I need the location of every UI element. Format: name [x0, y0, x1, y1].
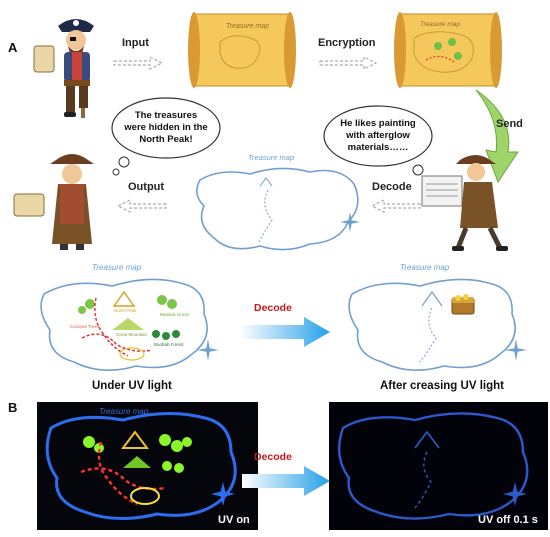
uv-map-title: Treasure map	[92, 263, 142, 272]
right-bubble-line-3: materials……	[348, 142, 409, 153]
compass-icon-after	[505, 339, 527, 361]
decoded-map-title: Treasure map	[248, 153, 294, 162]
step-label-encryption: Encryption	[318, 37, 376, 49]
step-label-input: Input	[122, 37, 149, 49]
decoded-outline-map: Treasure map	[196, 153, 360, 251]
panel-label-a: A	[8, 40, 18, 55]
map-under-uv-light: Treasure map North Peak Banana Grove Gre…	[40, 263, 219, 371]
panel-label-b: B	[8, 400, 18, 415]
left-bubble-line-2: were hidden in the	[123, 122, 207, 133]
uv-on-map-title: Treasure map	[99, 407, 149, 416]
caption-under-uv-light: Under UV light	[92, 380, 172, 392]
left-bubble-line-3: North Peak!	[139, 134, 192, 145]
output-arrow	[116, 199, 167, 213]
right-bubble-line-2: with afterglow	[345, 130, 410, 141]
plain-map-title: Treasure map	[226, 23, 269, 30]
detective-left-illustration	[13, 154, 94, 250]
label-banana-grove: Banana Grove	[160, 312, 190, 317]
input-arrow	[113, 56, 164, 70]
right-bubble-line-1: He likes painting	[340, 118, 416, 129]
thought-bubble-left: The treasures were hidden in the North P…	[111, 97, 221, 176]
step-label-decode: Decode	[372, 181, 412, 193]
label-baobab-forest: Baobab Forest	[154, 342, 184, 347]
send-arrow	[475, 89, 519, 184]
step-label-send: Send	[496, 118, 523, 130]
label-great-mountain: Great Mountain	[116, 332, 148, 337]
decode-arrow-a	[370, 199, 421, 213]
label-uv-off: UV off 0.1 s	[478, 514, 538, 526]
decode-label-b: Decode	[254, 451, 292, 463]
label-uv-on: UV on	[218, 514, 250, 526]
after-map-title: Treasure map	[400, 263, 450, 272]
label-north-peak: North Peak	[114, 308, 137, 313]
decode-label-row2: Decode	[254, 302, 292, 314]
compass-icon-uv-on	[211, 482, 235, 506]
photo-uv-on: Treasure map	[37, 402, 258, 530]
encrypted-map-scroll: Treasure map	[394, 12, 502, 88]
compass-icon-uv	[197, 339, 219, 361]
decode-arrow-b	[242, 466, 330, 496]
step-label-output: Output	[128, 181, 165, 193]
encryption-arrow	[319, 56, 378, 70]
pirate-illustration	[33, 19, 94, 118]
compass-icon	[340, 212, 360, 232]
compass-icon-uv-off	[503, 482, 527, 506]
detective-right-illustration	[421, 155, 508, 251]
treasure-chest-icon	[451, 294, 475, 315]
left-bubble-line-1: The treasures	[135, 110, 197, 121]
plain-map-scroll: Treasure map	[188, 12, 296, 88]
map-after-creasing: Treasure map	[348, 263, 527, 371]
photo-uv-off	[329, 402, 548, 530]
caption-after-creasing: After creasing UV light	[380, 380, 504, 392]
decode-arrow-row2	[240, 317, 330, 347]
thought-bubble-right: He likes painting with afterglow materia…	[323, 105, 433, 184]
label-coconut-trees: Coconut Trees	[70, 324, 100, 329]
encrypted-map-title: Treasure map	[420, 21, 460, 28]
